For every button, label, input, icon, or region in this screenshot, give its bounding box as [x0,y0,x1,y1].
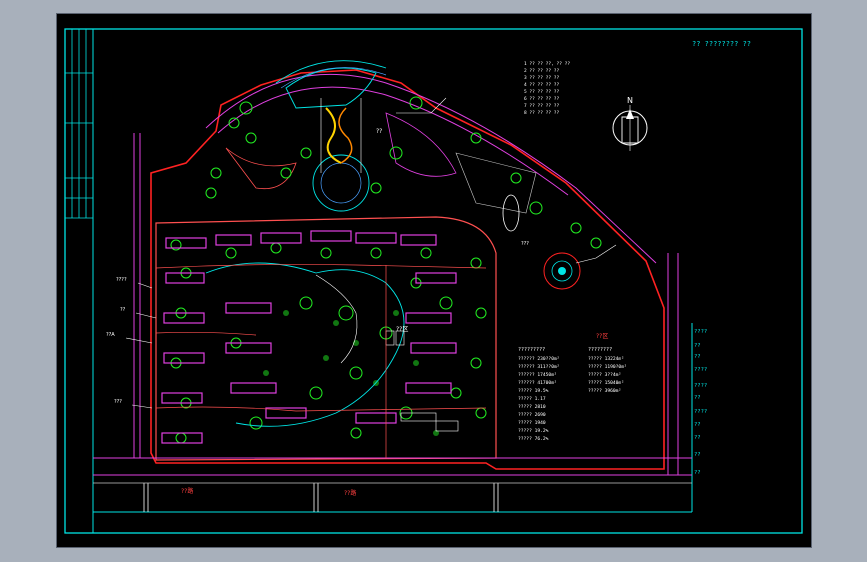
left-title-strip [65,29,93,219]
stats-right-header: ???????? [588,347,612,353]
left-callout: ??A [106,332,115,338]
site-label: ??区 [596,333,608,340]
side-note: ???? [694,383,707,389]
site-plan-drawing[interactable]: ?? ???????? ?? 1 ?? ?? ??, ?? ?? 2 ?? ??… [56,13,812,548]
sheet-inner-frame [92,28,803,534]
internal-roads [155,264,487,458]
side-note: ???? [694,367,707,373]
north-park-plaza [225,60,581,290]
legend-line: 4 ?? ?? ?? ?? [524,82,560,88]
cad-viewport[interactable]: ?? ???????? ?? 1 ?? ?? ??, ?? ?? 2 ?? ??… [56,13,812,548]
leader-lines [125,97,617,409]
legend-line: 6 ?? ?? ?? ?? [524,96,560,102]
landscape-shrubs [263,310,439,436]
side-note: ?? [694,354,701,360]
site-label: ??? [521,241,529,247]
side-note: ?? [694,435,701,441]
legend-line: 1 ?? ?? ??, ?? ?? [524,61,570,67]
side-note: ?? [694,343,701,349]
side-note: ?? [694,452,701,458]
left-callout: ??? [114,399,122,405]
stats-row: ?????? 230??0m² [518,356,560,362]
stats-row: ????? 1.17 [518,396,546,402]
stats-header: ????????? [518,347,545,353]
title-block-text: ?? ???????? ?? [692,40,751,48]
side-note: ???? [694,329,707,335]
road-crosswalks [93,482,692,512]
stats-right-row: ????? 13224m² [588,356,624,362]
stats-row: ????? 2690 [518,412,546,418]
residential-block-edge [155,216,497,461]
legend-line: 3 ?? ?? ?? ?? [524,75,560,81]
road-label: ??路 [181,487,193,495]
north-arrow: N [612,96,648,151]
central-park-path-inner [315,274,358,364]
side-note: ?? [694,395,701,401]
side-notes: ???? ?? ?? ???? ???? ?? ???? ?? ?? ?? ?? [694,329,707,476]
stats-row: ????? 19.2% [518,428,549,434]
stats-right-row: ????? 3??4m² [588,372,621,378]
stats-row: ?????? 17450m² [518,372,557,378]
road-label: ??路 [344,489,356,497]
stats-right-row: ????? 3960m² [588,388,621,394]
left-callout: ?? [120,307,126,313]
side-note: ?? [694,470,701,476]
north-label: N [627,96,633,105]
legend-line: 7 ?? ?? ?? ?? [524,103,560,109]
site-label: ??区 [396,326,408,333]
legend-line: 8 ?? ?? ?? ?? [524,110,560,116]
central-park-path [205,262,405,427]
stats-row: ????? 2810 [518,404,546,410]
stats-right-row: ????? 15040m² [588,380,624,386]
stats-row: ????? 1940 [518,420,546,426]
legend-line: 2 ?? ?? ?? ?? [524,68,560,74]
side-note: ?? [694,422,701,428]
legend-line: 5 ?? ?? ?? ?? [524,89,560,95]
left-callout: ???? [116,277,127,283]
legend-block: 1 ?? ?? ??, ?? ?? 2 ?? ?? ?? ?? 3 ?? ?? … [524,61,570,116]
stats-row: ????? 76.2% [518,436,549,442]
site-label: ?? [376,128,382,135]
road-network [93,73,692,476]
side-note: ???? [694,409,707,415]
sheet-outer-frame [64,28,803,534]
stats-row: ????? 19.5% [518,388,549,394]
stats-row: ?????? 311??0m² [518,364,560,370]
stats-row: ?????? 41700m² [518,380,557,386]
site-boundary [150,69,665,470]
stats-table: ????????? ?????? 230??0m² ?????? 311??0m… [518,347,627,442]
stats-right-row: ????? 1190?0m² [588,364,627,370]
housing-blocks [161,230,459,444]
